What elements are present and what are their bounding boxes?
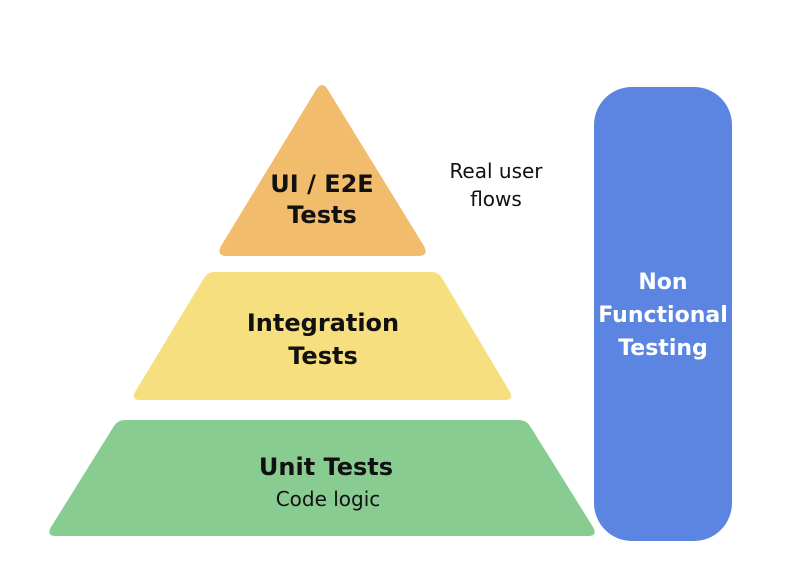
middle-tier-label-line1: Integration xyxy=(247,309,399,337)
pyramid-top-tier xyxy=(219,85,426,256)
top-tier-label-line1: UI / E2E xyxy=(270,170,373,198)
pyramid-middle-tier xyxy=(133,272,512,400)
bottom-tier-title: Unit Tests xyxy=(259,453,393,481)
pyramid-bottom-tier xyxy=(49,420,595,536)
side-bar-label-line3: Testing xyxy=(618,336,708,361)
bottom-tier-subtitle: Code logic xyxy=(276,487,381,511)
annotation-line1: Real user xyxy=(449,159,543,183)
top-tier-label-line2: Tests xyxy=(287,201,357,229)
annotation-line2: flows xyxy=(470,187,522,211)
middle-tier-label-line2: Tests xyxy=(288,342,358,370)
side-bar-label-line2: Functional xyxy=(598,303,728,328)
non-functional-testing-bar xyxy=(594,87,732,541)
side-bar-label-line1: Non xyxy=(638,270,687,295)
